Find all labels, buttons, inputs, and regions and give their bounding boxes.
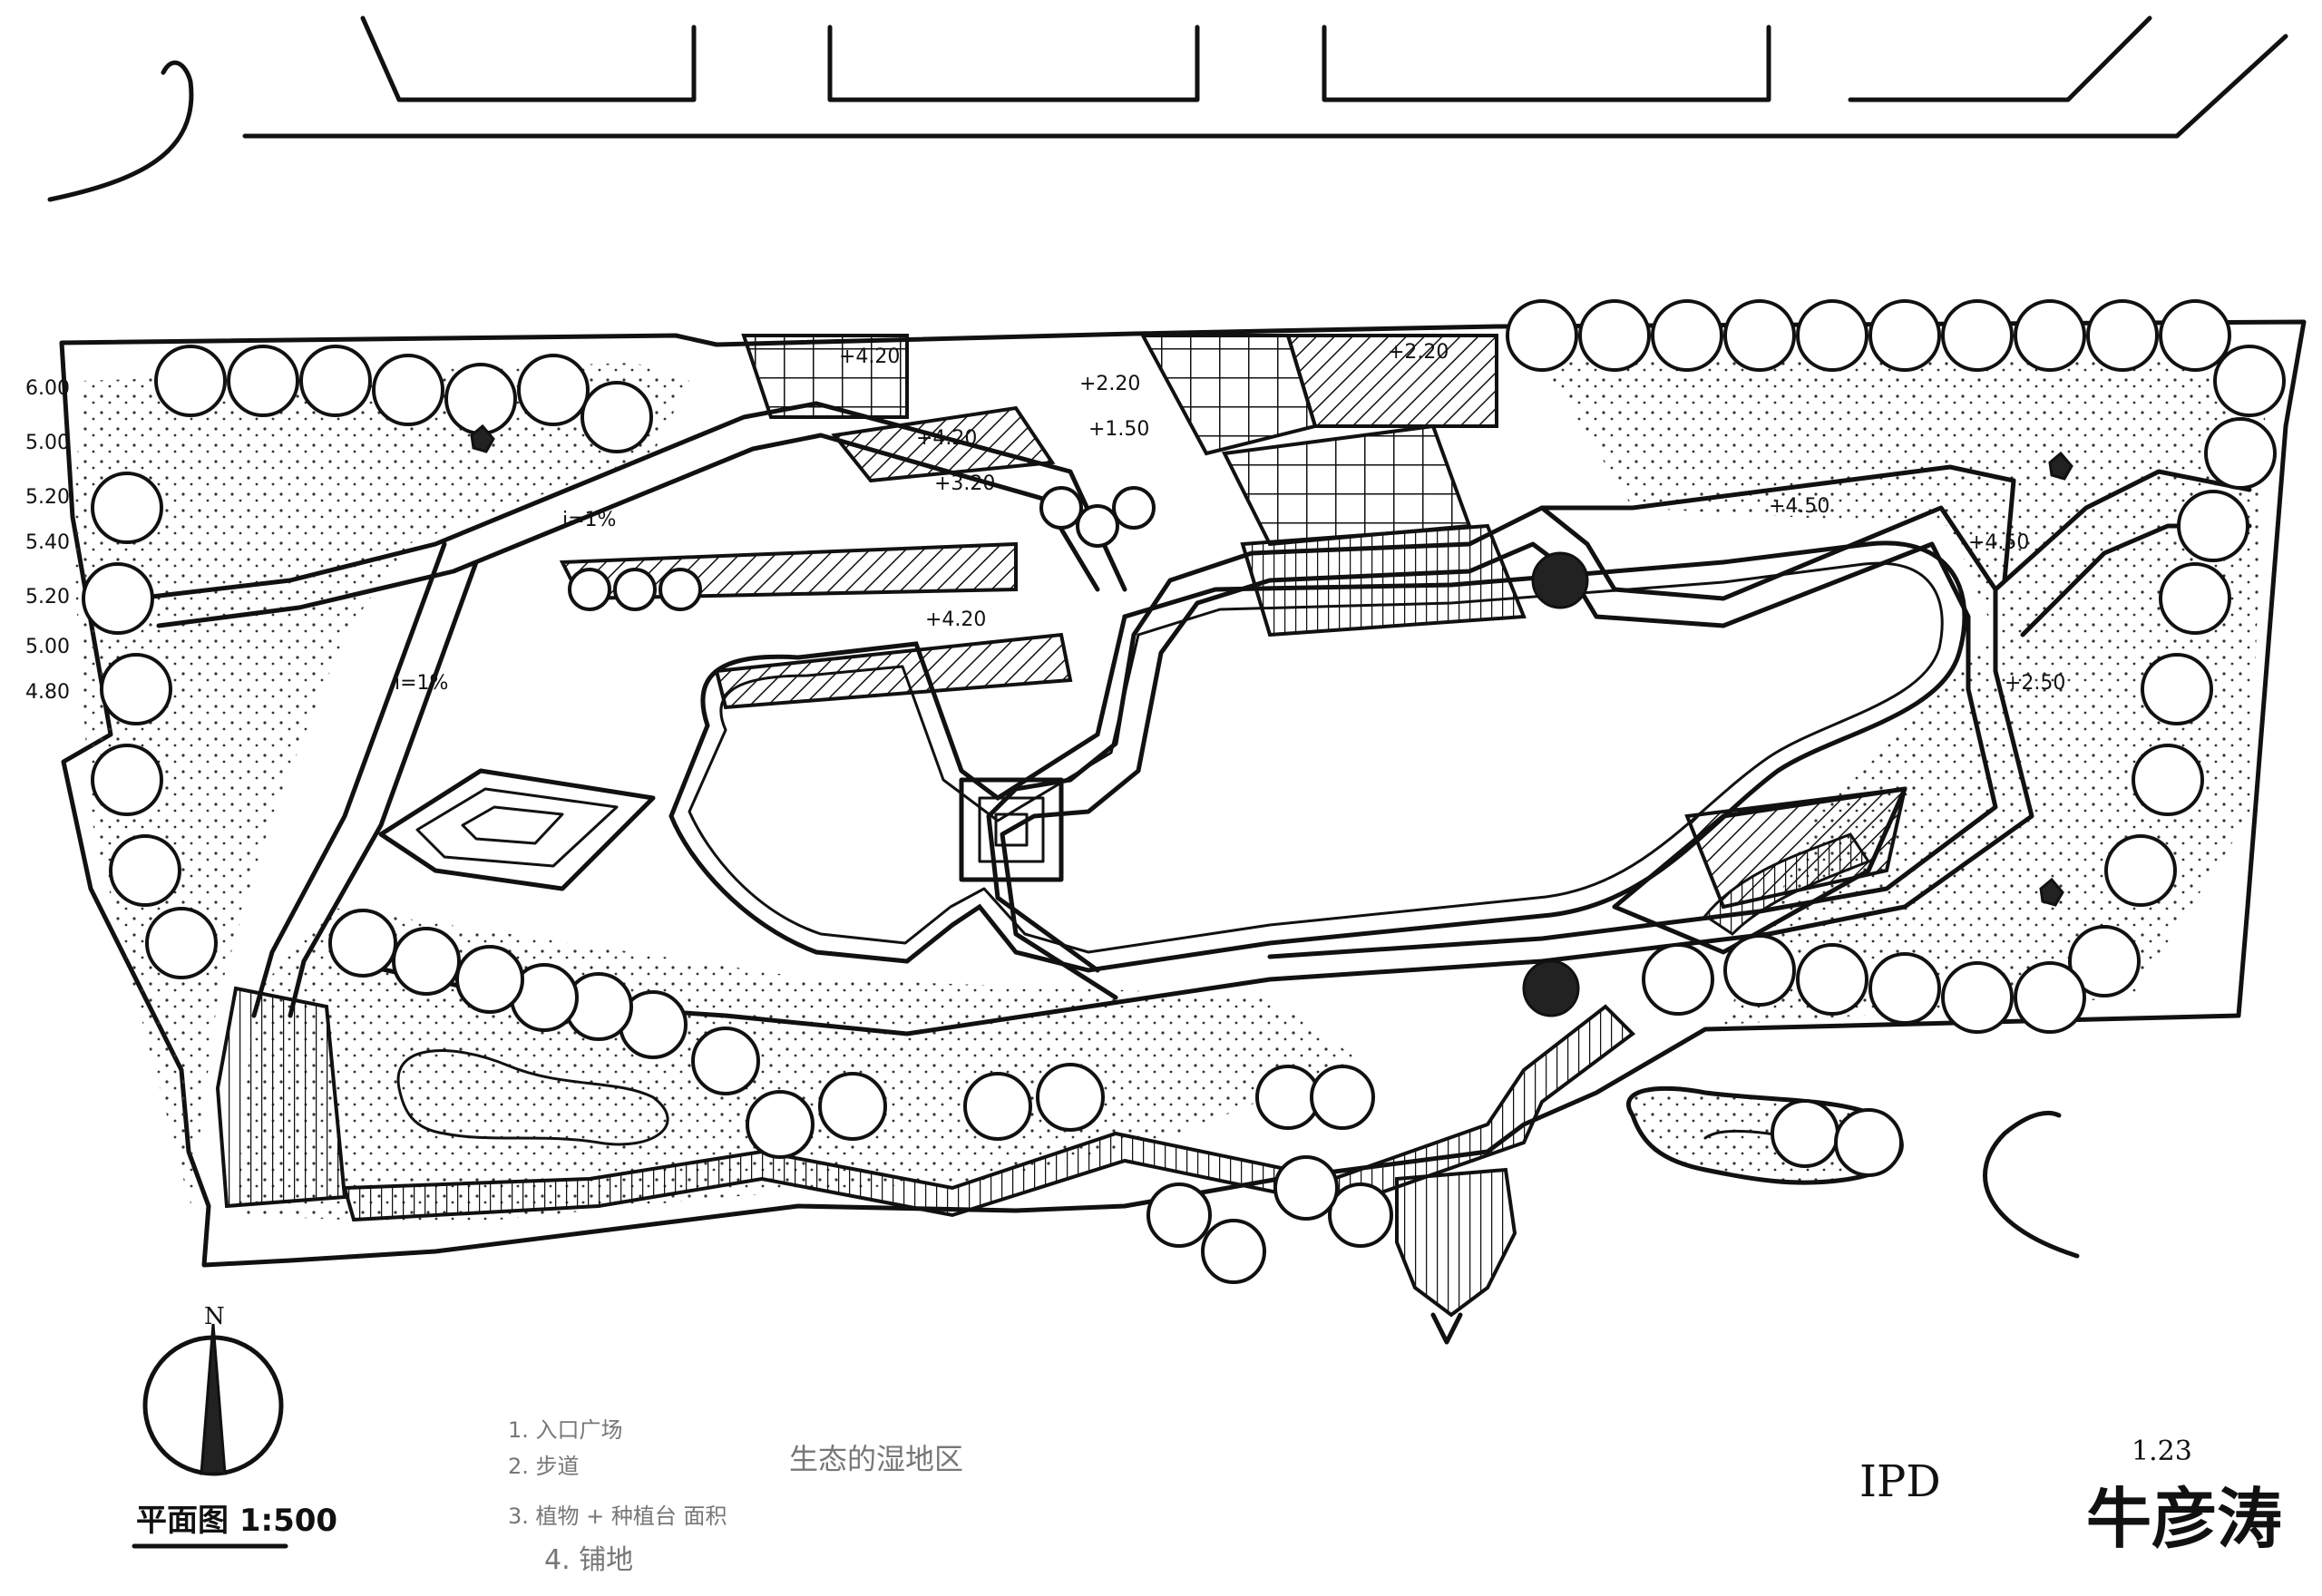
river-shore xyxy=(1983,1110,2080,1259)
elevation-label: +2.50 xyxy=(2005,672,2065,695)
date: 1.23 xyxy=(2132,1435,2192,1467)
building-outlines xyxy=(47,15,2288,202)
elevation-label: +4.20 xyxy=(839,345,900,368)
note-line: 4. 铺地 xyxy=(544,1544,633,1576)
elevation-labels: +4.20 +3.20 +4.20 +4.20 +2.20 +2.20 +1.5… xyxy=(395,341,2065,695)
margin-value: 4.80 xyxy=(25,681,70,704)
elevation-label: +4.50 xyxy=(1968,531,2029,554)
note-line: 1. 入口广场 xyxy=(508,1417,623,1443)
margin-value: 6.00 xyxy=(25,377,70,400)
signature-name: 牛彦涛 xyxy=(2086,1481,2282,1557)
margin-values: 6.00 5.00 5.20 5.40 5.20 5.00 4.80 xyxy=(25,377,70,704)
elevation-label: +4.20 xyxy=(916,427,977,450)
signature-block: IPD 1.23 牛彦涛 xyxy=(1859,1435,2282,1557)
lake-edge-inner xyxy=(688,561,1944,954)
margin-value: 5.40 xyxy=(25,531,70,554)
note-line: 2. 步道 xyxy=(508,1454,580,1479)
elevation-label: +4.20 xyxy=(925,608,986,631)
boardwalk xyxy=(342,1004,1636,1345)
plan-title: 平面图 1:500 xyxy=(132,1503,337,1549)
elevation-label: +4.50 xyxy=(1769,495,1829,518)
margin-value: 5.00 xyxy=(25,432,70,454)
square-garden-east xyxy=(959,777,1064,882)
margin-value: 5.20 xyxy=(25,586,70,608)
accent-shrubs xyxy=(470,423,2073,1017)
slope-label: i=1% xyxy=(562,509,616,531)
elevation-label: +2.20 xyxy=(1079,373,1140,395)
pencil-notes: 1. 入口广场 2. 步道 3. 植物 + 种植台 面积 4. 铺地 生态的湿地… xyxy=(508,1417,963,1576)
initials: IPD xyxy=(1859,1456,1941,1507)
elevation-label: +1.50 xyxy=(1088,418,1149,441)
elevation-label: +2.20 xyxy=(1388,341,1449,364)
west-pond xyxy=(396,1049,669,1146)
note-line: 3. 植物 + 种植台 面积 xyxy=(508,1504,727,1529)
scale-label: 平面图 1:500 xyxy=(136,1503,337,1539)
north-label: N xyxy=(204,1303,225,1330)
trees xyxy=(82,299,2286,1284)
margin-value: 5.00 xyxy=(25,636,70,658)
entrance-plaza xyxy=(215,334,1527,1209)
north-arrow: N xyxy=(142,1303,284,1476)
square-garden-west xyxy=(378,768,656,891)
note-center: 生态的湿地区 xyxy=(789,1442,963,1476)
slope-label: i=1% xyxy=(395,672,448,695)
diamond-deck xyxy=(1612,786,1907,955)
elevation-label: +3.20 xyxy=(934,472,995,495)
margin-value: 5.20 xyxy=(25,486,70,509)
